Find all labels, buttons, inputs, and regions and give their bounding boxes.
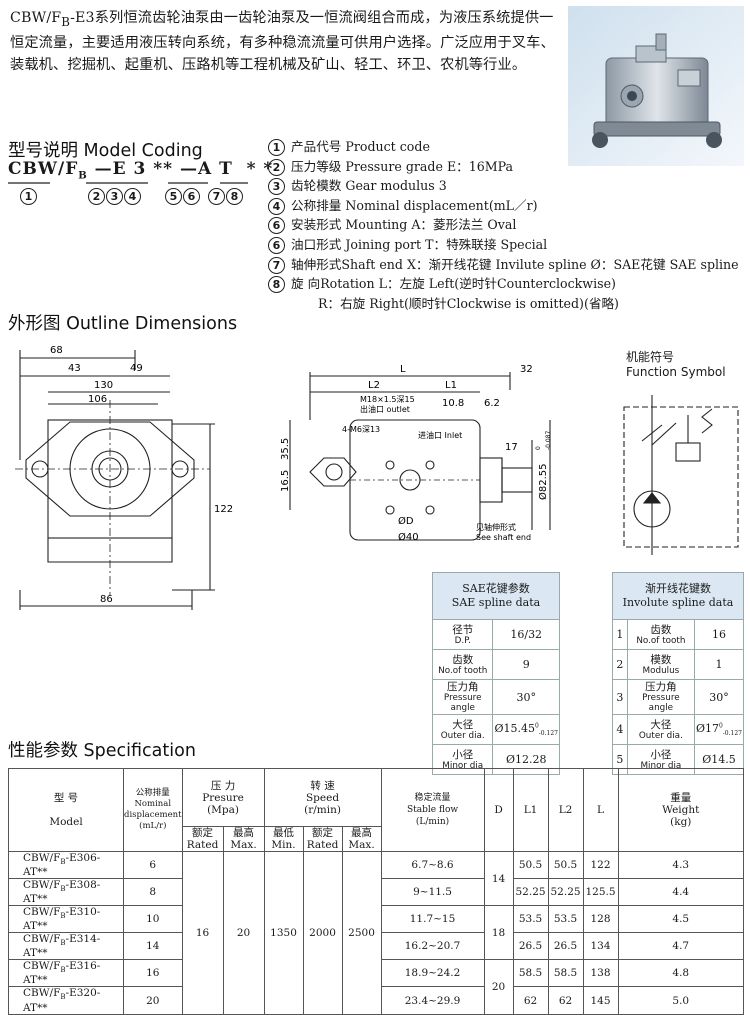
svg-text:130: 130 bbox=[94, 380, 113, 391]
legend-item: 6 安装形式 Mounting A：菱形法兰 Oval bbox=[268, 215, 739, 235]
svg-text:Ø82.55: Ø82.55 bbox=[537, 464, 549, 501]
legend-text: 油口形式 Joining port T：特殊联接 Special bbox=[291, 236, 548, 252]
legend-number: 6 bbox=[268, 217, 285, 235]
function-symbol-en: Function Symbol bbox=[626, 365, 726, 379]
legend-text: 轴伸形式Shaft end X：渐开线花键 Invilute spline Ø：… bbox=[291, 256, 739, 272]
legend-item: 6 油口形式 Joining port T：特殊联接 Special bbox=[268, 235, 739, 255]
legend-number: 7 bbox=[268, 256, 285, 274]
svg-text:L2: L2 bbox=[368, 380, 380, 391]
front-view-drawing: 68 43 49 130 106 122 86 bbox=[15, 345, 233, 610]
svg-text:16.5: 16.5 bbox=[280, 470, 291, 492]
legend-number: 3 bbox=[268, 178, 285, 196]
legend-item: 1 产品代号 Product code bbox=[268, 137, 739, 157]
legend-item: 4 公称排量 Nominal displacement(mL／r) bbox=[268, 196, 739, 216]
legend-text: 压力等级 Pressure grade E：16MPa bbox=[291, 158, 514, 174]
svg-text:32: 32 bbox=[520, 364, 533, 375]
svg-text:86: 86 bbox=[100, 594, 113, 605]
svg-text:35.5: 35.5 bbox=[280, 438, 291, 460]
model-code: CBW/FB —E 3 ** —A T * * bbox=[8, 159, 273, 181]
svg-text:See shaft end: See shaft end bbox=[476, 533, 531, 542]
svg-text:L: L bbox=[400, 364, 406, 375]
legend-item: 7 轴伸形式Shaft end X：渐开线花键 Invilute spline Ø… bbox=[268, 255, 739, 275]
side-view-drawing: L L2 L1 32 10.8 6.2 M18×1.5深15 出油口 outle… bbox=[280, 364, 552, 543]
svg-text:-0.087: -0.087 bbox=[545, 430, 552, 450]
svg-text:43: 43 bbox=[68, 363, 81, 374]
legend-number: 6 bbox=[268, 236, 285, 254]
legend-text: 齿轮模数 Gear modulus 3 bbox=[291, 178, 447, 194]
legend-item: 8 旋 向Rotation L：左旋 Left(逆时针Counterclockwi… bbox=[268, 274, 739, 294]
svg-text:出油口 outlet: 出油口 outlet bbox=[360, 404, 410, 414]
svg-text:68: 68 bbox=[50, 345, 63, 356]
function-symbol-cn: 机能符号 bbox=[626, 350, 675, 364]
legend-text: 安装形式 Mounting A：菱形法兰 Oval bbox=[291, 217, 517, 233]
svg-text:17: 17 bbox=[505, 442, 518, 453]
outline-title: 外形图 Outline Dimensions bbox=[8, 314, 238, 334]
legend-text: 产品代号 Product code bbox=[291, 139, 430, 154]
function-symbol-diagram bbox=[623, 395, 739, 555]
svg-text:M18×1.5深15: M18×1.5深15 bbox=[360, 395, 415, 404]
legend-item: 2 压力等级 Pressure grade E：16MPa bbox=[268, 157, 739, 177]
svg-text:进油口 Inlet: 进油口 Inlet bbox=[418, 430, 462, 440]
th-disp: 公称排量 Nominal displacement (mL/r) bbox=[123, 768, 183, 852]
svg-text:106: 106 bbox=[88, 394, 107, 405]
code-number-1: 1 bbox=[20, 186, 38, 205]
svg-text:L1: L1 bbox=[445, 380, 457, 391]
legend-number: 4 bbox=[268, 197, 285, 215]
svg-text:0: 0 bbox=[535, 446, 542, 450]
code-legend: 1 产品代号 Product code 2 压力等级 Pressure grade E… bbox=[268, 137, 739, 313]
svg-text:49: 49 bbox=[130, 363, 143, 374]
legend-number: 1 bbox=[268, 139, 285, 156]
function-symbol-title: 机能符号 Function Symbol bbox=[626, 350, 726, 380]
spec-title: 性能参数 Specification bbox=[8, 741, 196, 761]
pump-photo bbox=[568, 6, 744, 166]
svg-text:ØD: ØD bbox=[398, 515, 414, 527]
th-l: L bbox=[582, 768, 619, 852]
code-underline bbox=[8, 182, 248, 184]
code-sub: B bbox=[78, 170, 88, 182]
svg-text:Ø40: Ø40 bbox=[398, 531, 419, 543]
legend-text: 旋 向Rotation L：左旋 Left(逆时针Counterclockwis… bbox=[291, 276, 616, 292]
legend-text: 公称排量 Nominal displacement(mL／r) bbox=[291, 197, 538, 213]
legend-item: 3 齿轮模数 Gear modulus 3 bbox=[268, 176, 739, 196]
code-rest: —E 3 ** —A T * * bbox=[87, 159, 274, 179]
intro-paragraph: CBW/FB-E3系列恒流齿轮油泵由一齿轮油泵及一恒流阀组合而成，为液压系统提供… bbox=[10, 10, 555, 73]
svg-text:10.8: 10.8 bbox=[442, 398, 464, 409]
legend-number: 2 bbox=[268, 158, 285, 176]
th-l1: L1 bbox=[512, 768, 549, 852]
model-coding-title: 型号说明 Model Coding bbox=[8, 141, 203, 161]
svg-text:见轴伸形式: 见轴伸形式 bbox=[476, 522, 516, 532]
th-l2: L2 bbox=[547, 768, 584, 852]
svg-text:4-M6深13: 4-M6深13 bbox=[342, 425, 380, 434]
legend-extra: R：右旋 Right(顺时针Clockwise is omitted)(省略) bbox=[318, 295, 619, 311]
svg-text:6.2: 6.2 bbox=[484, 398, 500, 409]
legend-number: 8 bbox=[268, 276, 285, 294]
code-prefix: CBW/F bbox=[8, 159, 79, 179]
svg-text:122: 122 bbox=[214, 504, 233, 515]
th-d: D bbox=[483, 768, 514, 852]
